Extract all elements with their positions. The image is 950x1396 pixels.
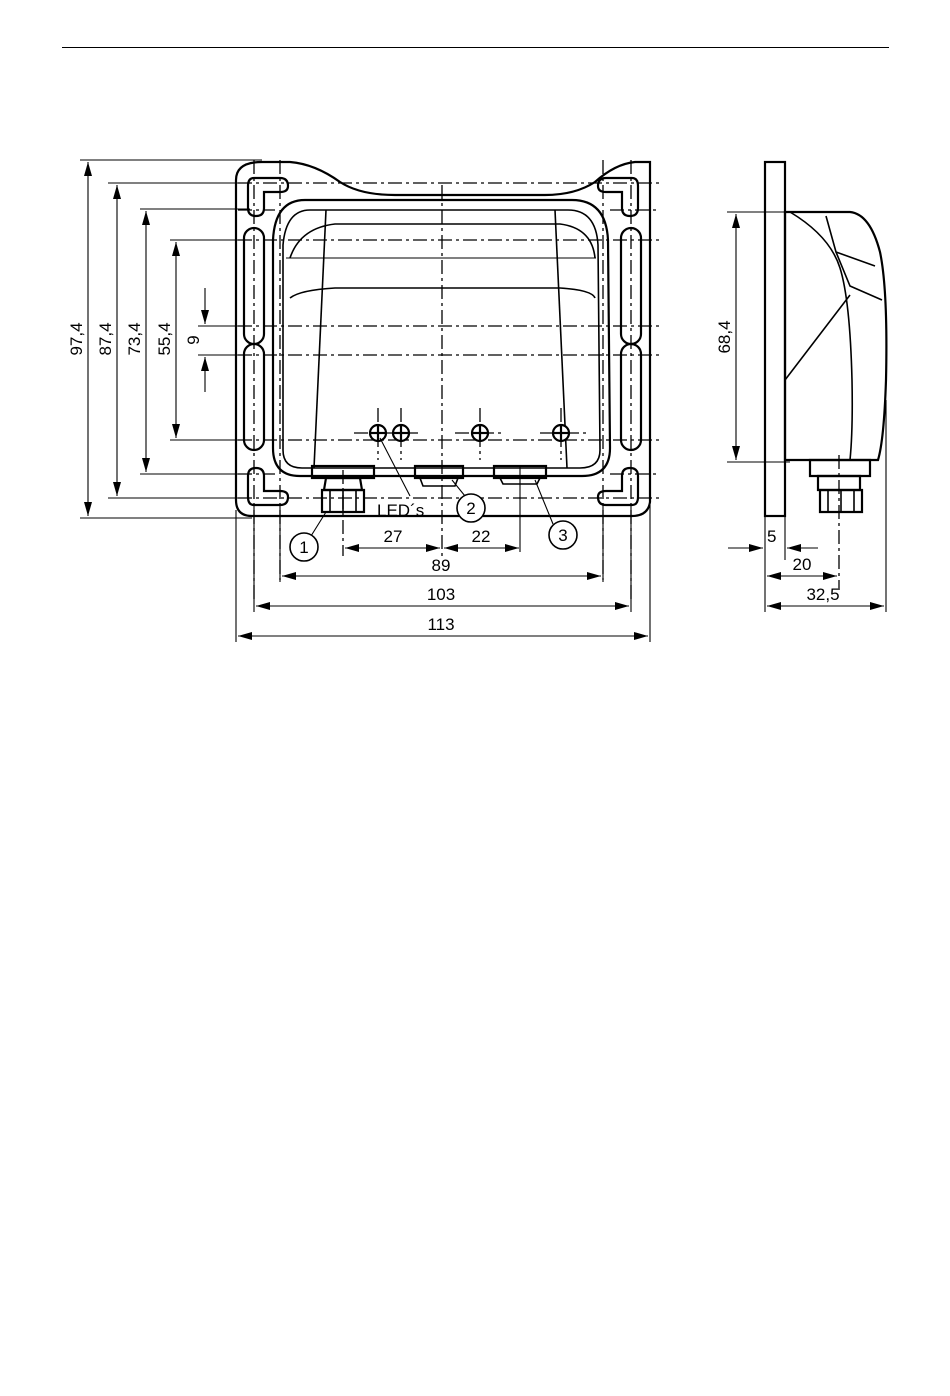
- dim-22: 22: [472, 527, 491, 546]
- svg-text:3: 3: [558, 526, 567, 545]
- dim-87-4: 87,4: [96, 322, 115, 355]
- dim-89: 89: [432, 556, 451, 575]
- callout-1: 1: [290, 533, 318, 561]
- dim-55-4: 55,4: [155, 322, 174, 355]
- dim-97-4: 97,4: [67, 322, 86, 355]
- housing-outline: [236, 162, 650, 516]
- dim-32-5: 32,5: [806, 585, 839, 604]
- dim-20: 20: [793, 555, 812, 574]
- led-group: [354, 408, 590, 460]
- dim-103: 103: [427, 585, 455, 604]
- side-view: 68,4 5 20 32,5: [715, 162, 886, 612]
- callout-2: 2: [457, 494, 485, 522]
- dim-9: 9: [184, 335, 203, 344]
- dimension-drawing: LED´s 1 2 3 27 22 89 103 113: [0, 0, 950, 700]
- dim-113: 113: [427, 615, 454, 634]
- svg-text:1: 1: [299, 538, 308, 557]
- svg-text:2: 2: [466, 499, 475, 518]
- dim-73-4: 73,4: [125, 322, 144, 355]
- dim-5: 5: [767, 527, 776, 546]
- dim-27: 27: [384, 527, 403, 546]
- dim-68-4: 68,4: [715, 320, 734, 353]
- leds-label: LED´s: [377, 501, 424, 520]
- callout-3: 3: [549, 521, 577, 549]
- front-view: LED´s 1 2 3 27 22 89 103 113: [67, 160, 660, 642]
